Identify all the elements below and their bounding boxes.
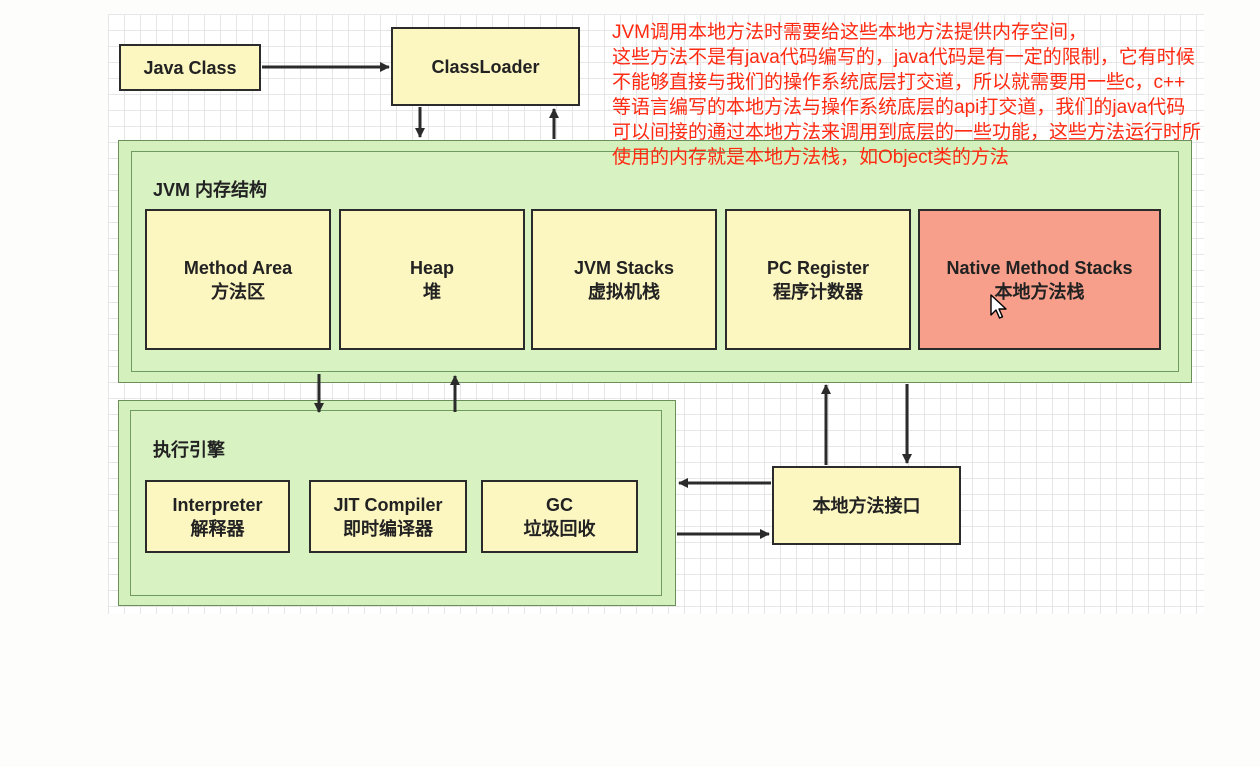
- jvm-stacks-box: JVM Stacks 虚拟机栈: [531, 209, 717, 350]
- annotation-note: JVM调用本地方法时需要给这些本地方法提供内存空间， 这些方法不是有java代码…: [612, 20, 1252, 170]
- pc-register-label-zh: 程序计数器: [773, 281, 863, 302]
- pc-register-box: PC Register 程序计数器: [725, 209, 911, 350]
- annotation-line: 使用的内存就是本地方法栈，如Object类的方法: [612, 147, 1009, 168]
- gc-box: GC 垃圾回收: [481, 480, 638, 553]
- annotation-line: 可以间接的通过本地方法来调用到底层的一些功能，这些方法运行时所: [612, 122, 1202, 143]
- java-class-node: Java Class: [119, 44, 261, 91]
- pc-register-label: PC Register: [766, 257, 870, 278]
- native-method-stacks-box: Native Method Stacks 本地方法栈: [918, 209, 1161, 350]
- heap-label-zh: 堆: [423, 281, 441, 302]
- jvm-memory-title: JVM 内存结构: [153, 180, 268, 200]
- jit-compiler-label: JIT Compiler: [333, 494, 443, 515]
- gc-label: GC: [546, 494, 573, 515]
- native-method-stacks-label-zh: 本地方法栈: [994, 281, 1085, 302]
- java-class-label: Java Class: [143, 57, 237, 78]
- native-interface-box: 本地方法接口: [772, 466, 961, 545]
- native-method-stacks-label: Native Method Stacks: [946, 257, 1133, 278]
- jvm-stacks-label: JVM Stacks: [573, 257, 675, 278]
- classloader-label: ClassLoader: [431, 56, 540, 77]
- interpreter-label-zh: 解释器: [190, 518, 245, 539]
- gc-label-zh: 垃圾回收: [523, 518, 596, 539]
- jit-compiler-box: JIT Compiler 即时编译器: [309, 480, 467, 553]
- execution-engine-title: 执行引擎: [153, 440, 225, 460]
- mouse-pointer-icon: [990, 294, 1007, 319]
- method-area-box: Method Area 方法区: [145, 209, 331, 350]
- heap-box: Heap 堆: [339, 209, 525, 350]
- heap-label: Heap: [409, 257, 454, 278]
- method-area-label: Method Area: [183, 257, 293, 278]
- interpreter-label: Interpreter: [172, 494, 263, 515]
- native-interface-label: 本地方法接口: [812, 495, 921, 516]
- annotation-line: 这些方法不是有java代码编写的，java代码是有一定的限制，它有时候: [612, 47, 1195, 68]
- jvm-stacks-label-zh: 虚拟机栈: [588, 281, 660, 302]
- annotation-line: 等语言编写的本地方法与操作系统底层的api打交道，我们的java代码: [612, 97, 1186, 118]
- jit-compiler-label-zh: 即时编译器: [343, 518, 433, 539]
- annotation-line: JVM调用本地方法时需要给这些本地方法提供内存空间，: [612, 22, 1088, 43]
- method-area-label-zh: 方法区: [211, 281, 265, 302]
- annotation-line: 不能够直接与我们的操作系统底层打交道，所以就需要用一些c，c++: [612, 72, 1186, 93]
- classloader-node: ClassLoader: [391, 27, 580, 106]
- interpreter-box: Interpreter 解释器: [145, 480, 290, 553]
